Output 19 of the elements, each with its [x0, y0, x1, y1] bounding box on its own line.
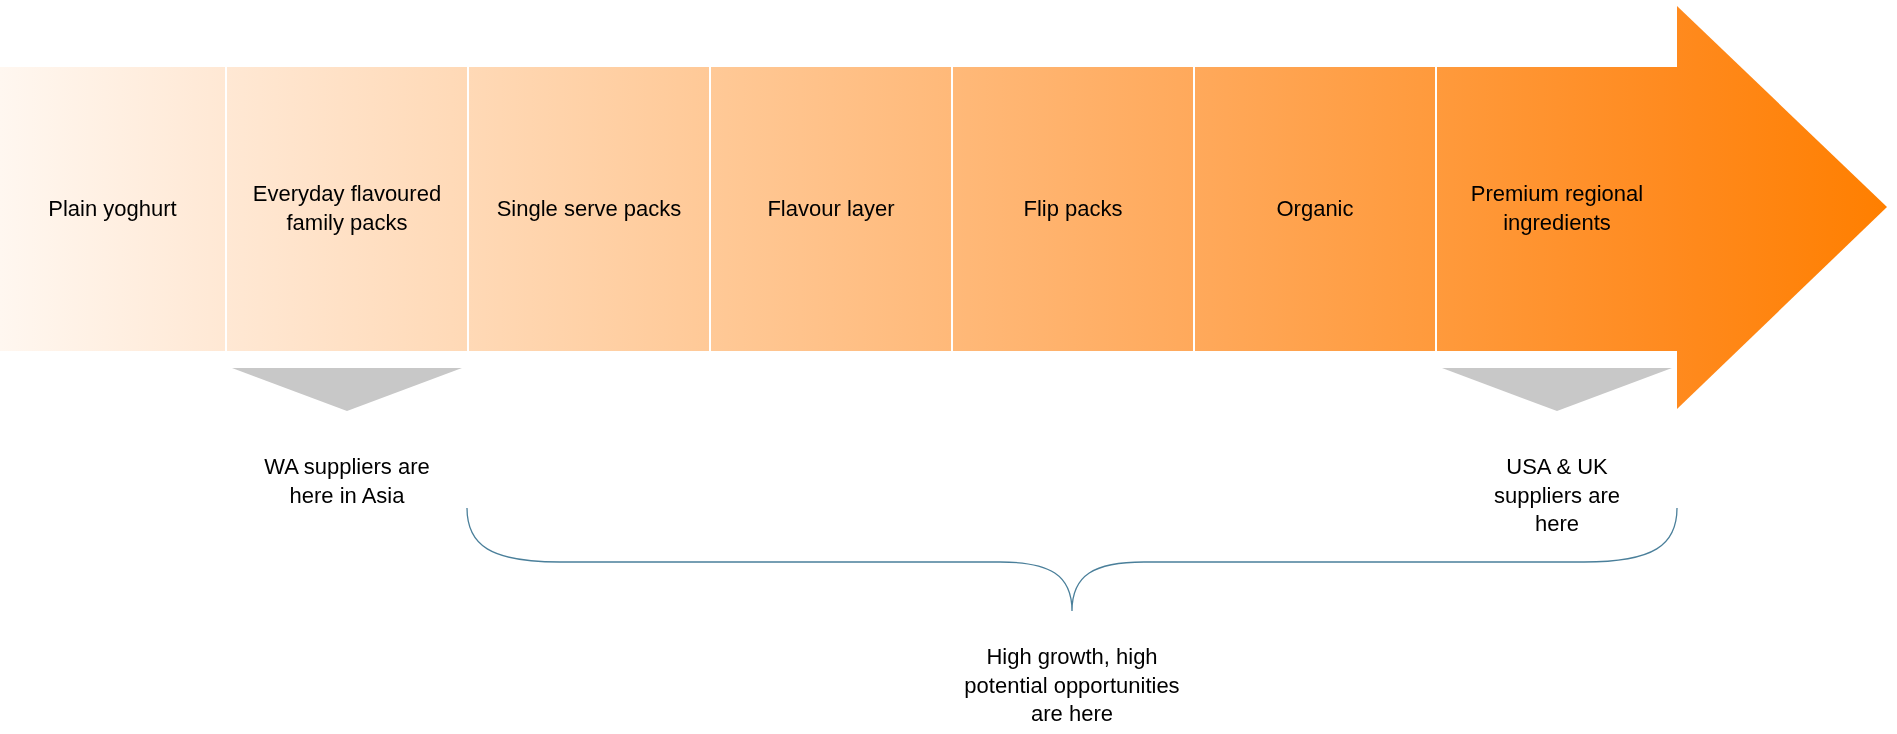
stage-box — [1193, 67, 1435, 351]
stage-box — [225, 67, 467, 351]
stage-label: Flip packs — [1023, 194, 1123, 223]
callout-text: USA & UK suppliers are here — [1493, 453, 1621, 539]
stage-box — [951, 67, 1193, 351]
stage-label: Premium regional ingredients — [1469, 180, 1645, 237]
stage-label: Organic — [1276, 194, 1354, 223]
pointer-triangle — [1442, 368, 1672, 411]
stage-label: Flavour layer — [767, 194, 895, 223]
stage-box — [709, 67, 951, 351]
stage-box — [1435, 67, 1677, 351]
stage-box — [0, 67, 225, 351]
callout-text: WA suppliers are here in Asia — [263, 453, 431, 510]
pointer-triangle — [232, 368, 462, 411]
bracket-note: High growth, high potential opportunities are here — [963, 643, 1181, 729]
stage-label: Everyday flavoured family packs — [251, 180, 443, 237]
stage-label: Single serve packs — [496, 194, 682, 223]
stage-box — [467, 67, 709, 351]
stage-label: Plain yoghurt — [48, 194, 177, 223]
